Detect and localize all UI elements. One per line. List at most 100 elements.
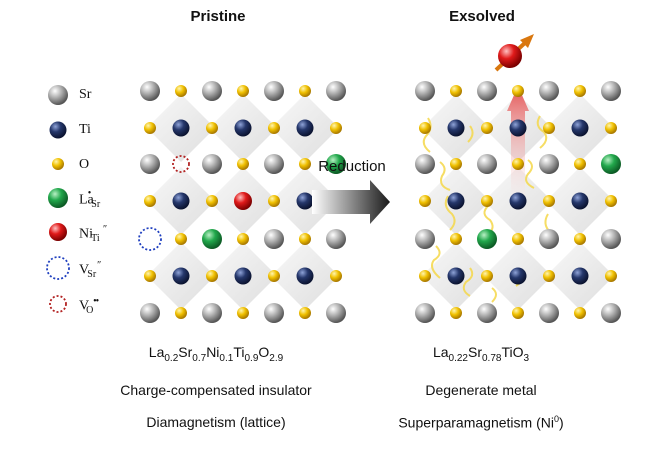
legend-ti-icon [49,121,67,139]
o-atom [512,85,524,97]
ni-nanoparticle [494,34,534,72]
sr-atom [326,81,346,101]
o-atom [144,122,156,134]
o-atom [175,307,187,319]
sr-atom [539,154,559,174]
o-atom [574,233,586,245]
o-atom [175,233,187,245]
ni-atom [234,192,252,210]
o-atom [268,122,280,134]
sr-atom [539,303,559,323]
o-atom [175,85,187,97]
legend-icons [46,85,70,313]
o-atom [450,307,462,319]
o-atom [206,122,218,134]
o-atom [419,270,431,282]
legend-o-icon [52,158,64,170]
lattice-right [415,81,621,323]
o-atom [419,122,431,134]
ti-atom [296,192,314,210]
o-atom [574,158,586,170]
o-atom [543,122,555,134]
o-atom [481,195,493,207]
sr-atom [326,303,346,323]
o-atom [268,195,280,207]
desc-pristine-magnetic: Diamagnetism (lattice) [146,414,286,430]
sr-atom [202,81,222,101]
legend-ti-label: Ti [79,122,91,137]
la-atom [202,229,222,249]
legend-ni-icon [49,223,67,241]
o-atom [605,195,617,207]
ti-atom [571,192,589,210]
ti-atom [447,267,465,285]
sr-atom [264,229,284,249]
o-atom [512,233,524,245]
ti-atom [509,267,527,285]
sr-atom [202,303,222,323]
o-atom [543,195,555,207]
o-atom [237,307,249,319]
sr-atom [415,303,435,323]
o-atom [237,233,249,245]
o-atom [299,307,311,319]
o-atom [512,158,524,170]
o-atom [605,270,617,282]
legend-la-icon [48,188,68,208]
o-atom [543,270,555,282]
ti-atom [509,119,527,137]
desc-exsolved-magnetic: Superparamagnetism (Ni0) [398,414,564,431]
sr-atom [264,154,284,174]
o-atom [144,195,156,207]
sr-atom [264,303,284,323]
sr-atom [326,229,346,249]
formula-exsolved: La0.22Sr0.78TiO3 [432,344,530,364]
legend-la-label: La•Sr [79,188,101,211]
ti-atom [571,119,589,137]
sr-atom [477,81,497,101]
legend-vo-icon [49,295,67,313]
ti-atom [509,192,527,210]
o-atom [206,270,218,282]
ti-atom [571,267,589,285]
sr-atom [539,81,559,101]
o-atom [574,85,586,97]
o-atom [450,85,462,97]
o-atom [481,270,493,282]
legend-vsr-icon [46,256,70,280]
legend-sr-icon [48,85,68,105]
ti-atom [447,119,465,137]
sr-atom [415,229,435,249]
legend-sr-label: Sr [79,87,92,102]
o-atom [419,195,431,207]
sr-vacancy [138,227,162,251]
sr-atom [477,303,497,323]
ti-atom [234,119,252,137]
sr-atom [415,81,435,101]
o-atom [574,307,586,319]
o-atom [512,307,524,319]
sr-atom [601,229,621,249]
legend-ni-label: Ni″Ti [79,224,108,245]
sr-atom [477,154,497,174]
o-atom [144,270,156,282]
title-exsolved: Exsolved [449,8,515,25]
sr-atom [140,303,160,323]
ti-atom [447,192,465,210]
desc-pristine-electronic: Charge-compensated insulator [120,382,312,398]
ti-atom [172,192,190,210]
exsolution-arrow [507,86,529,215]
o-atom [330,122,342,134]
o-atom [206,195,218,207]
o-atom [237,85,249,97]
sr-atom [140,154,160,174]
formula-pristine: La0.2Sr0.7Ni0.1Ti0.9O2.9 [148,344,284,364]
sr-atom [415,154,435,174]
la-atom [601,154,621,174]
sr-atom [601,303,621,323]
sr-atom [601,81,621,101]
o-atom [605,122,617,134]
o-atom [299,233,311,245]
o-atom [330,270,342,282]
